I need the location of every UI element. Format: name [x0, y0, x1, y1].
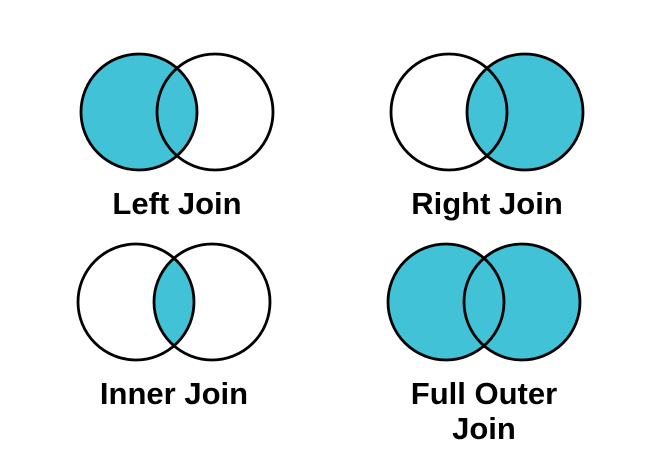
venn-label-left-join: Left Join	[112, 186, 242, 221]
right-circle-fill	[464, 244, 580, 360]
venn-cell-full-outer-join: Full Outer Join	[383, 241, 585, 446]
right-circle-fill	[467, 54, 583, 170]
venn-diagram-left-join	[79, 52, 275, 172]
left-circle-fill	[81, 54, 197, 170]
right-circle-outline	[465, 52, 585, 172]
right-circle-outline	[155, 52, 275, 172]
venn-cell-right-join: Right Join	[386, 51, 588, 221]
venn-cell-left-join: Left Join	[76, 51, 278, 221]
right-circle-outline	[152, 242, 272, 362]
left-circle-outline	[389, 52, 509, 172]
venn-label-full-outer-join: Full Outer Join	[410, 376, 558, 447]
venn-diagram-inner-join	[76, 242, 272, 362]
left-circle-outline	[76, 242, 196, 362]
intersection-lens-fill	[154, 258, 194, 346]
left-circle-outline	[386, 242, 506, 362]
venn-diagram-right-join	[389, 52, 585, 172]
venn-diagram-full-outer-join	[386, 242, 582, 362]
venn-cell-inner-join: Inner Join	[73, 241, 275, 411]
venn-label-inner-join: Inner Join	[99, 376, 249, 411]
venn-label-right-join: Right Join	[411, 186, 563, 221]
left-circle-outline	[79, 52, 199, 172]
right-circle-outline	[462, 242, 582, 362]
